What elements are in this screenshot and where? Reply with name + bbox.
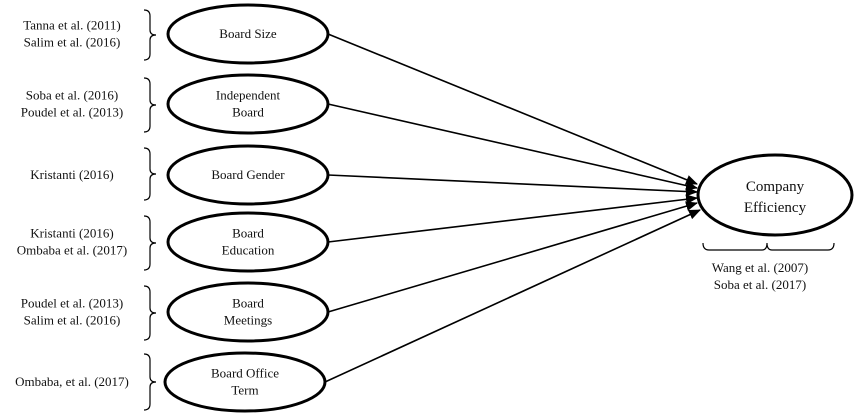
factor-ellipse <box>163 351 327 413</box>
factors-group: Board Size Tanna et al. (2011) Salim et al… <box>15 3 330 413</box>
factor-ellipse <box>166 211 330 273</box>
citation-brace <box>143 147 157 201</box>
arrow-board-size-to-company-efficiency <box>327 33 698 185</box>
citation-text: Salim et al. (2016) <box>24 35 121 50</box>
arrow-independent-board-to-company-efficiency <box>327 103 698 191</box>
outcome-label-line: Company <box>746 179 805 195</box>
factor-label-line: Board <box>232 296 264 311</box>
citation-text: Ombaba et al. (2017) <box>17 243 127 258</box>
factor-label-line: Board <box>232 105 264 120</box>
citation-text: Tanna et al. (2011) <box>23 18 121 33</box>
citation-brace <box>143 285 157 341</box>
citation-text: Salim et al. (2016) <box>24 313 121 328</box>
citation-text: Soba et al. (2016) <box>26 88 118 103</box>
citation-brace <box>143 77 157 133</box>
factor-node-board-gender: Board Gender Kristanti (2016) <box>30 144 330 206</box>
factor-ellipse <box>166 144 330 206</box>
arrow-board-education-to-company-efficiency <box>327 194 698 243</box>
factor-label-line: Term <box>231 383 258 398</box>
factor-label-line: Board Size <box>219 26 277 41</box>
factor-ellipse <box>166 281 330 343</box>
outcome-citation-brace <box>702 242 835 251</box>
factor-ellipse <box>166 73 330 135</box>
factor-label-line: Meetings <box>224 313 272 328</box>
factor-label-line: Education <box>222 243 275 258</box>
factor-label-line: Board Gender <box>211 167 285 182</box>
factor-label-line: Board Office <box>211 366 279 381</box>
factor-label-line: Board <box>232 226 264 241</box>
citation-text: Kristanti (2016) <box>30 167 113 182</box>
arrow-board-office-term-to-company-efficiency <box>324 209 701 383</box>
outcome-citation-text: Wang et al. (2007) <box>712 260 808 275</box>
factor-label-line: Independent <box>216 88 281 103</box>
outcome-ellipse <box>696 153 854 237</box>
citation-text: Poudel et al. (2013) <box>21 296 124 311</box>
citation-brace <box>143 215 157 271</box>
citation-text: Kristanti (2016) <box>30 226 113 241</box>
citation-brace <box>143 9 157 61</box>
citation-brace <box>143 353 157 411</box>
edges-group <box>324 33 701 383</box>
outcome-label-line: Efficiency <box>744 200 807 216</box>
citation-text: Ombaba, et al. (2017) <box>15 374 129 389</box>
factor-node-board-size: Board Size Tanna et al. (2011) Salim et al… <box>23 3 330 65</box>
arrow-board-gender-to-company-efficiency <box>327 174 698 197</box>
arrow-board-meetings-to-company-efficiency <box>327 201 698 313</box>
outcome-citation-text: Soba et al. (2017) <box>714 277 806 292</box>
factor-ellipse <box>166 3 330 65</box>
citation-text: Poudel et al. (2013) <box>21 105 124 120</box>
